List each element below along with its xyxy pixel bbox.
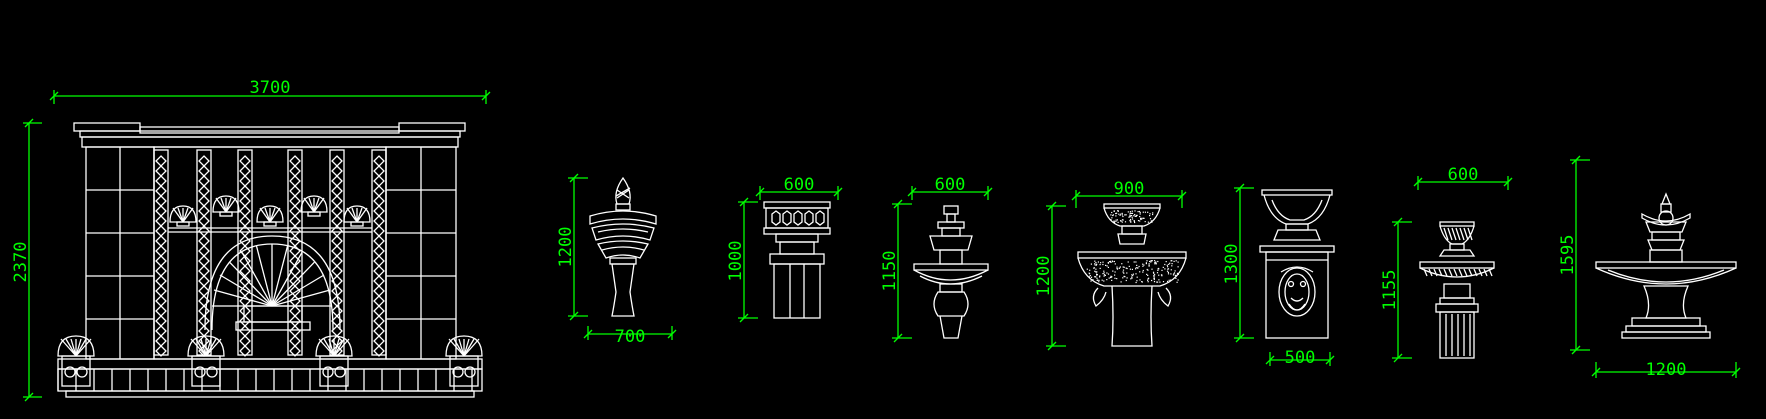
f3-width-label: 600 [935, 175, 966, 195]
fountain-5-elevation [1259, 189, 1335, 339]
f7-height-label: 1595 [1558, 235, 1578, 276]
fountain-3-elevation [913, 205, 989, 339]
f4-height-label: 1200 [1034, 256, 1054, 297]
f7-width-label: 1200 [1646, 360, 1687, 380]
basin-shell-icon [187, 335, 225, 387]
wall-height-label: 2370 [11, 242, 31, 283]
shelf-shells [169, 195, 371, 227]
f2-width-dimension: 600 [755, 175, 843, 200]
f1-width-label: 700 [615, 327, 646, 347]
fountain-6-elevation [1419, 221, 1495, 359]
f6-height-label: 1155 [1380, 270, 1400, 311]
f3-height-label: 1150 [880, 251, 900, 292]
scallop-shell [204, 235, 341, 331]
f3-height-dimension: 1150 [880, 199, 912, 343]
basin-shell-icon [445, 335, 483, 387]
f5-width-label: 500 [1285, 348, 1316, 368]
f4-width-label: 900 [1114, 179, 1145, 199]
f5-width-dimension: 500 [1265, 348, 1335, 368]
f2-width-label: 600 [784, 175, 815, 195]
lion-mask-icon [1278, 266, 1316, 317]
basin-shell-icon [57, 335, 95, 387]
basin-shell-ornaments [57, 335, 483, 387]
f7-height-dimension: 1595 [1558, 155, 1590, 355]
wall-fountain-elevation [57, 122, 483, 398]
f1-width-dimension: 700 [583, 326, 677, 347]
f6-width-dimension: 600 [1413, 165, 1513, 190]
f3-width-dimension: 600 [907, 175, 993, 200]
wall-width-label: 3700 [250, 78, 291, 98]
f4-height-dimension: 1200 [1034, 201, 1066, 351]
wall-width-dimension: 3700 [49, 78, 491, 104]
f2-height-dimension: 1000 [726, 197, 758, 323]
f6-width-label: 600 [1448, 165, 1479, 185]
f4-width-dimension: 900 [1071, 179, 1187, 208]
shell-icon [343, 205, 371, 227]
f1-height-label: 1200 [556, 227, 576, 268]
fountain-4-elevation [1077, 203, 1187, 347]
shell-icon [212, 195, 240, 217]
wall-height-dimension: 2370 [11, 118, 42, 402]
fountain-1-elevation [589, 176, 657, 317]
shell-icon [256, 205, 284, 227]
f7-width-dimension: 1200 [1591, 360, 1741, 380]
ornamental-pilasters [153, 149, 387, 356]
f5-height-label: 1300 [1222, 244, 1242, 285]
f5-height-dimension: 1300 [1222, 183, 1254, 343]
shell-icon [169, 205, 197, 227]
pilaster-ornament [155, 155, 385, 357]
basin-shell-icon [315, 335, 353, 387]
fountain-2-elevation [763, 201, 831, 319]
f1-height-dimension: 1200 [556, 173, 588, 321]
f6-height-dimension: 1155 [1380, 217, 1412, 363]
fountain-7-elevation [1595, 192, 1737, 339]
shell-icon [300, 195, 328, 217]
f2-height-label: 1000 [726, 241, 746, 282]
